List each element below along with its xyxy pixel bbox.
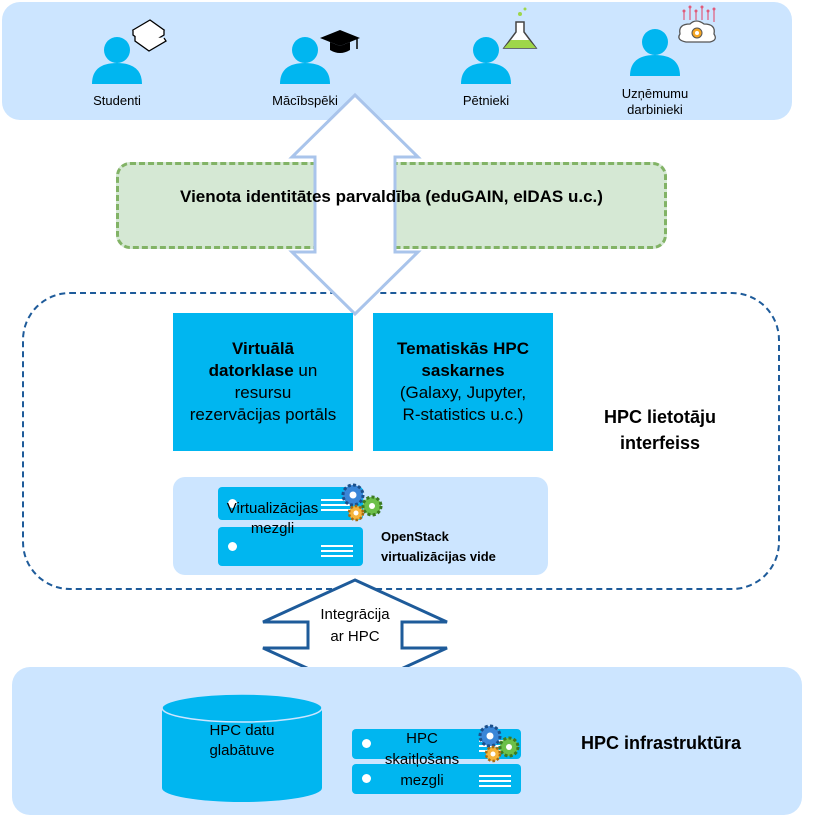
gears-icon (341, 483, 383, 522)
identity-label: Vienota identitātes parvaldība (eduGAIN,… (180, 187, 603, 206)
virtualization-nodes-label: Virtualizācijas mezgli (226, 500, 319, 537)
virtual-classroom-box: Virtuālā datorklase un resursu rezervāci… (173, 313, 353, 451)
user-teacher-icon (280, 37, 330, 84)
interface-title: HPC lietotāju interfeiss (603, 407, 716, 453)
integration-label: Integrācija ar HPC (320, 606, 390, 645)
user-label-business: Uzņēmumu darbinieki (621, 86, 689, 117)
storage-cylinder-icon (161, 693, 323, 802)
user-student-icon (92, 37, 142, 84)
books-icon (131, 19, 167, 52)
thematic-interfaces-box: Tematiskās HPC saskarnes (Galaxy, Jupyte… (373, 313, 553, 451)
brain-gear-icon (678, 5, 716, 43)
user-label-students: Studenti (93, 93, 141, 108)
server-led (228, 542, 237, 551)
server-vents (321, 545, 353, 560)
virtualization-server-top (218, 487, 363, 520)
compute-gears-icon (478, 724, 520, 763)
virtualization-server-bottom (218, 527, 363, 566)
flask-icon (502, 7, 538, 49)
openstack-label: OpenStack virtualizācijas vide (381, 529, 496, 564)
graduation-cap-icon (320, 30, 360, 53)
compute-nodes-label: HPC skaitļošans mezgli (384, 730, 460, 789)
compute-server-bottom (352, 764, 521, 794)
interface-container (22, 292, 780, 590)
user-label-researchers: Pētnieki (462, 93, 510, 108)
user-label-teachers: Mācībspēki (272, 93, 338, 108)
users-icons (92, 5, 716, 84)
user-business-icon (630, 29, 680, 76)
storage-label: HPC datu glabātuve (209, 722, 275, 759)
infrastructure-title: HPC infrastruktūra (581, 733, 742, 753)
user-researcher-icon (461, 37, 511, 84)
